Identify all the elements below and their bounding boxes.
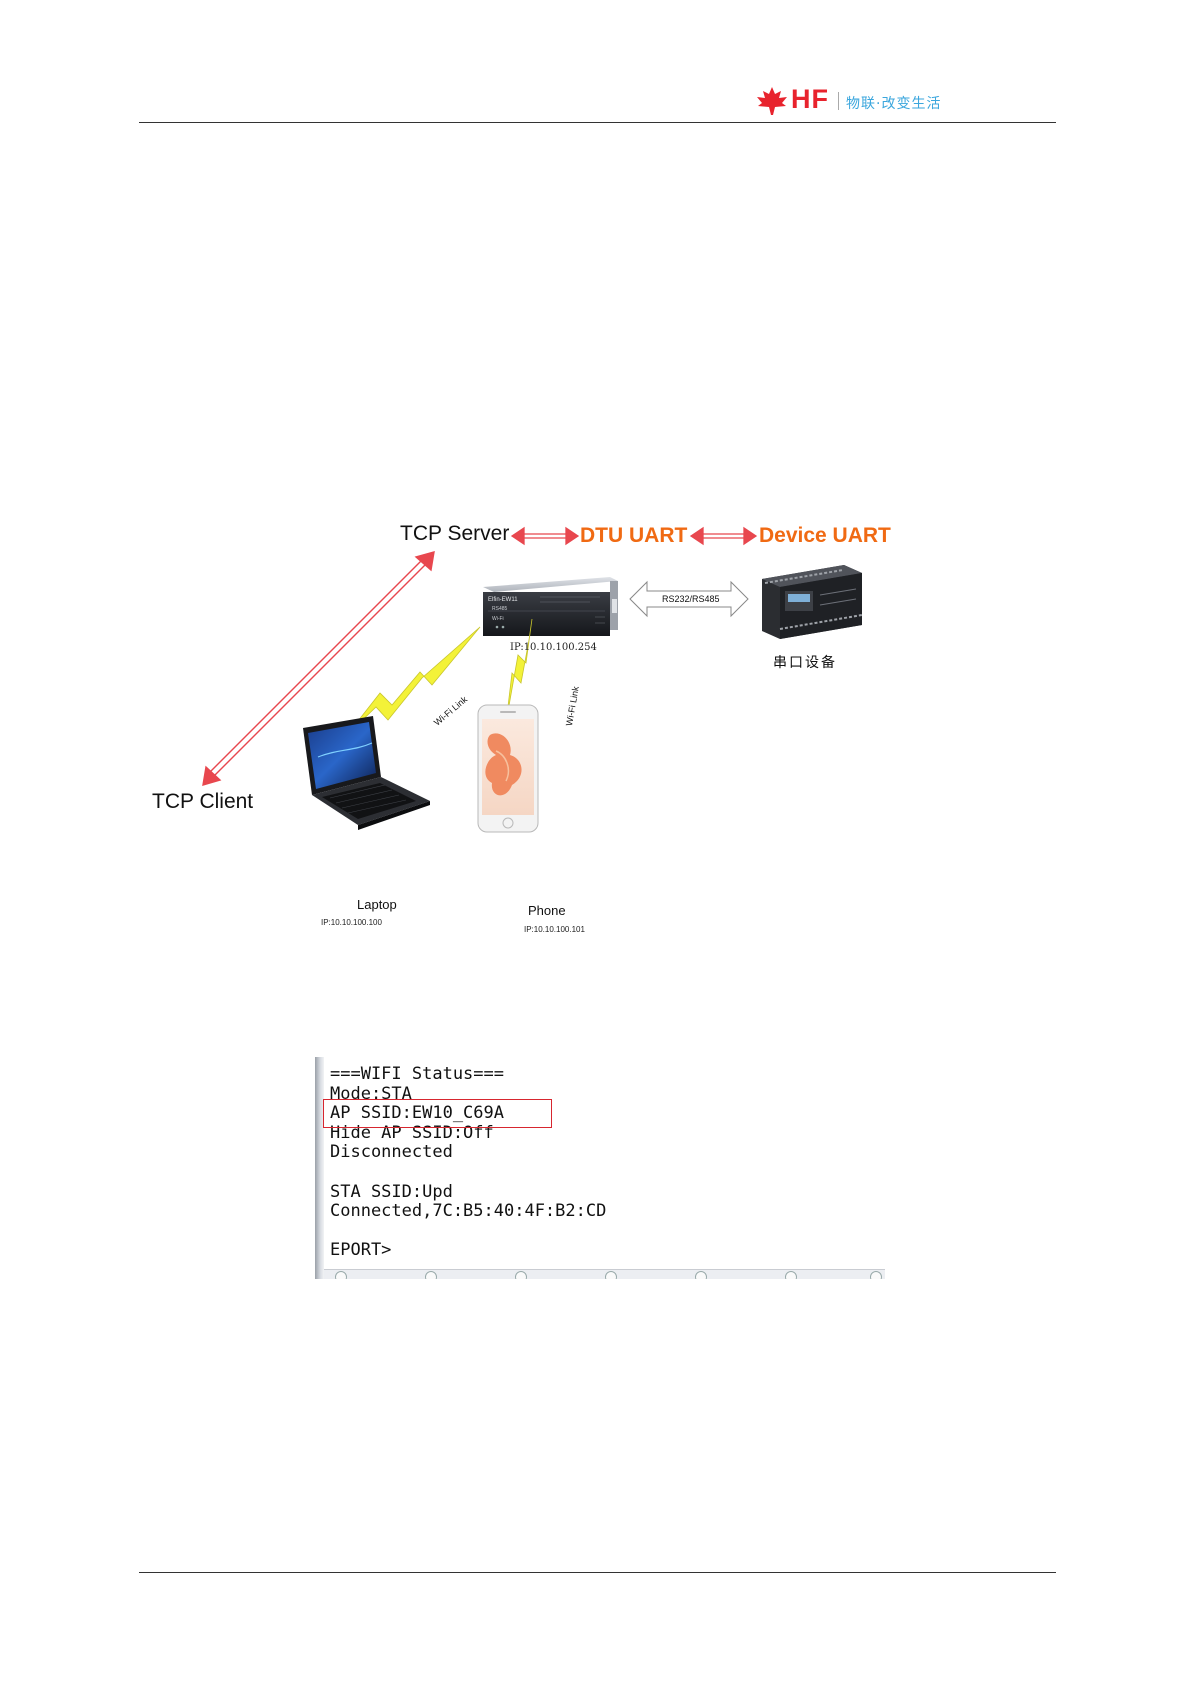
serial-link-label: RS232/RS485 [662,594,720,604]
terminal-line: STA SSID:Upd [330,1181,453,1202]
ap-ssid-highlight-box [323,1099,552,1128]
toolbar-radio[interactable] [870,1271,882,1279]
tcp-server-label: TCP Server [400,522,510,545]
toolbar-radio[interactable] [605,1271,617,1279]
dtu-mark-1: RS485 [492,606,508,612]
tcp-link-arrow [202,551,435,786]
footer-rule [139,1572,1056,1573]
device-uart-label: Device UART [759,524,891,547]
serial-device-image [762,565,863,639]
toolbar-radio[interactable] [425,1271,437,1279]
terminal-bottom-toolbar [324,1269,885,1279]
toolbar-radio[interactable] [515,1271,527,1279]
diagram-graphics: Elfin-EW11 RS485 Wi-Fi [202,526,863,833]
terminal-line: ===WIFI Status=== [330,1064,504,1084]
phone-image [477,704,539,833]
phone-label: Phone [528,903,566,918]
dtu-device-image [483,577,618,636]
maple-leaf-icon [757,87,787,115]
terminal-line [330,1163,606,1183]
network-diagram: Elfin-EW11 RS485 Wi-Fi [140,515,920,945]
laptop-label: Laptop [357,897,397,912]
header-rule [139,122,1056,123]
tcp-client-label: TCP Client [152,790,254,813]
toolbar-radio[interactable] [785,1271,797,1279]
terminal-line: Mode:STA [330,1083,412,1104]
laptop-ip-label: IP:10.10.100.100 [321,918,382,927]
terminal-line: EPORT> [330,1240,392,1261]
logo-slogan: 物联·改变生活 [846,96,942,112]
serial-link-arrow [629,580,749,618]
dtu-ip-label: IP:10.10.100.254 [510,642,597,653]
terminal-line: AP SSID:EW10_C69A [330,1103,504,1124]
dtu-uart-label: DTU UART [580,524,688,547]
toolbar-radio[interactable] [335,1271,347,1279]
server-dtu-arrow [510,526,580,546]
serial-device-label: 串口设备 [773,655,837,671]
company-logo: HF 物联·改变生活 [755,84,975,116]
terminal-line: Connected,7C:B5:40:4F:B2:CD [330,1201,607,1222]
dtu-mark-2: Wi-Fi [492,616,504,622]
laptop-wifi-bolt [346,626,481,736]
logo-divider [838,92,839,110]
logo-wordmark: HF [791,84,829,114]
laptop-image [303,716,430,830]
toolbar-radio[interactable] [695,1271,707,1279]
phone-ip-label: IP:10.10.100.101 [524,925,585,934]
terminal-output: ===WIFI Status=== Mode:STA AP SSID:EW10_… [330,1064,607,1261]
terminal-left-border [315,1057,324,1279]
dtu-device-arrow [689,526,758,546]
terminal-line: Disconnected [330,1142,453,1163]
dtu-brand-text: Elfin-EW11 [488,597,518,603]
phone-wifi-bolt [505,618,533,724]
terminal-line [330,1222,606,1242]
wifi-status-terminal: ===WIFI Status=== Mode:STA AP SSID:EW10_… [315,1057,885,1279]
